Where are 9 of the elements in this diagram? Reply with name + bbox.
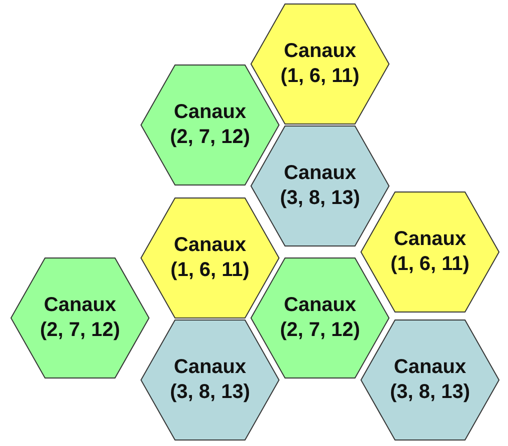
- channel-label: Canaux (3, 8, 13): [278, 161, 362, 211]
- channel-label: Canaux (3, 8, 13): [168, 355, 252, 405]
- channel-label: Canaux (2, 7, 12): [38, 293, 122, 343]
- channel-label: Canaux (3, 8, 13): [388, 355, 472, 405]
- channel-label: Canaux (2, 7, 12): [168, 100, 252, 150]
- channel-label: Canaux (2, 7, 12): [278, 293, 362, 343]
- channel-label: Canaux (1, 6, 11): [390, 227, 470, 277]
- channel-label: Canaux (1, 6, 11): [280, 39, 360, 89]
- channel-label: Canaux (1, 6, 11): [170, 233, 250, 283]
